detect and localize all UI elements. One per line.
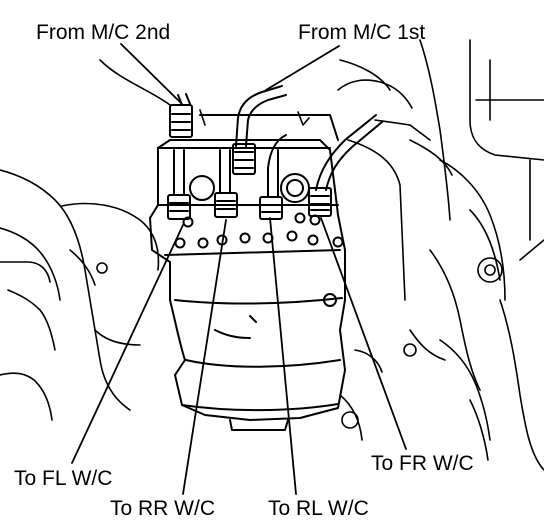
leader-to-rr — [182, 219, 227, 495]
actuator-body — [149, 114, 346, 431]
label-to-fl-wc: To FL W/C — [14, 467, 113, 490]
leader-lines — [71, 43, 407, 495]
label-from-mc-2nd: From M/C 2nd — [36, 21, 171, 44]
brake-lines — [167, 85, 383, 220]
label-from-mc-1st: From M/C 1st — [298, 21, 426, 44]
engine-bay-background — [0, 39, 544, 471]
leader-from-mc-1st — [265, 45, 340, 91]
label-to-fr-wc: To FR W/C — [371, 452, 474, 475]
leader-to-fl — [71, 224, 184, 464]
label-to-rl-wc: To RL W/C — [268, 497, 369, 520]
leader-to-fr — [320, 217, 407, 450]
leader-from-mc-2nd — [120, 43, 183, 105]
label-to-rr-wc: To RR W/C — [110, 497, 215, 520]
leader-to-rl — [269, 217, 297, 495]
